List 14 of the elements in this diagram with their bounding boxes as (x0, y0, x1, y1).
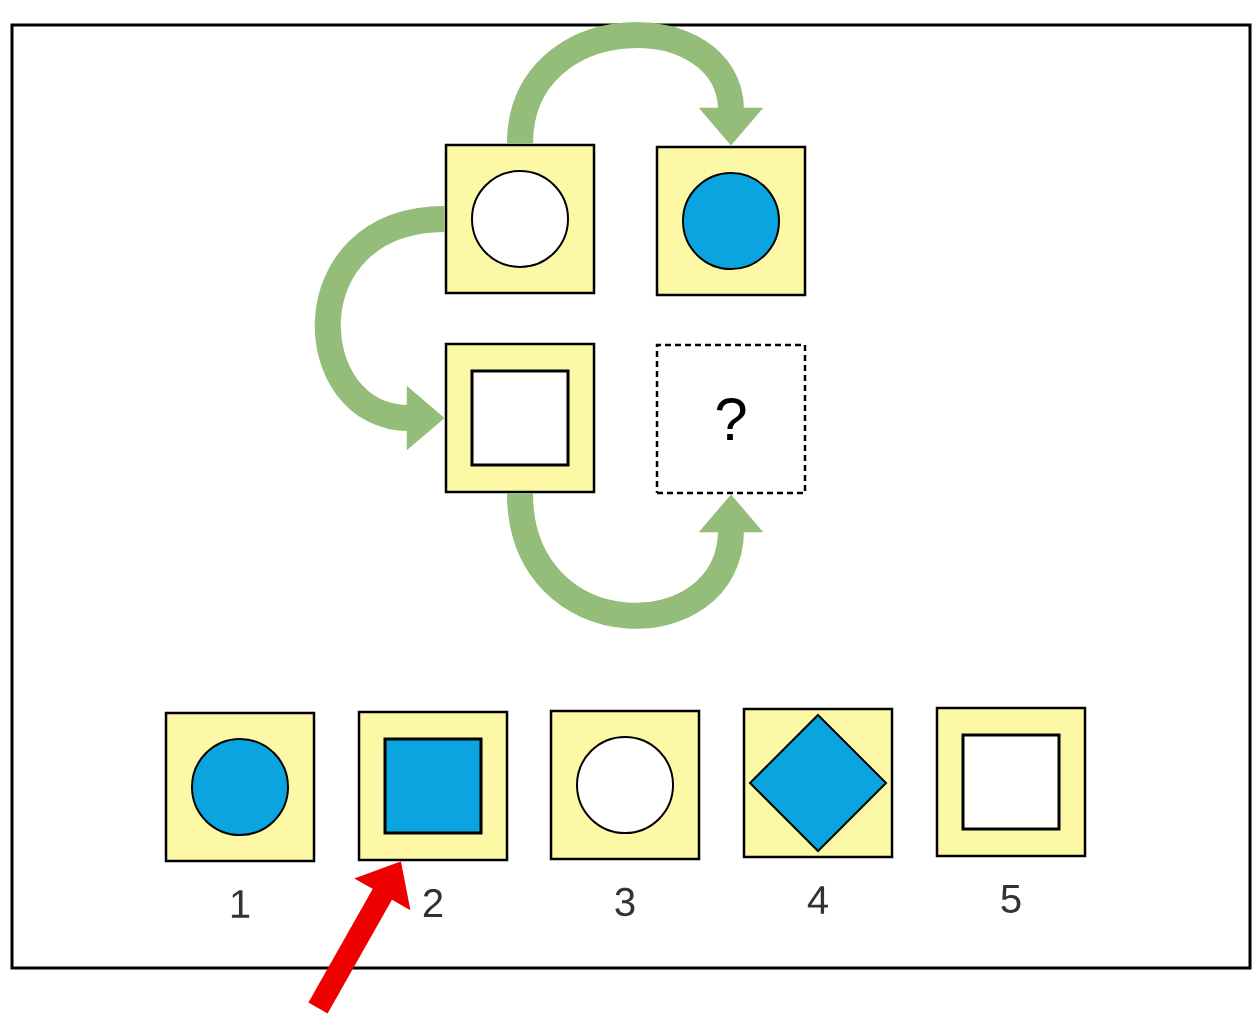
symbol-tile (444, 342, 596, 494)
symbol-tile (164, 711, 316, 863)
question-box: ? (655, 343, 807, 495)
symbol-tile (549, 709, 701, 861)
option-number: 3 (615, 887, 635, 917)
option-number: 1 (231, 890, 250, 918)
symbol-tile (742, 707, 894, 859)
symbol-tile (935, 706, 1087, 858)
symbol-tile (357, 710, 509, 862)
symbol-tile (444, 143, 596, 295)
option-number: 4 (807, 886, 828, 914)
option-number: 5 (1001, 885, 1021, 913)
option-number: 2 (423, 889, 443, 917)
symbol-tile (655, 145, 807, 297)
